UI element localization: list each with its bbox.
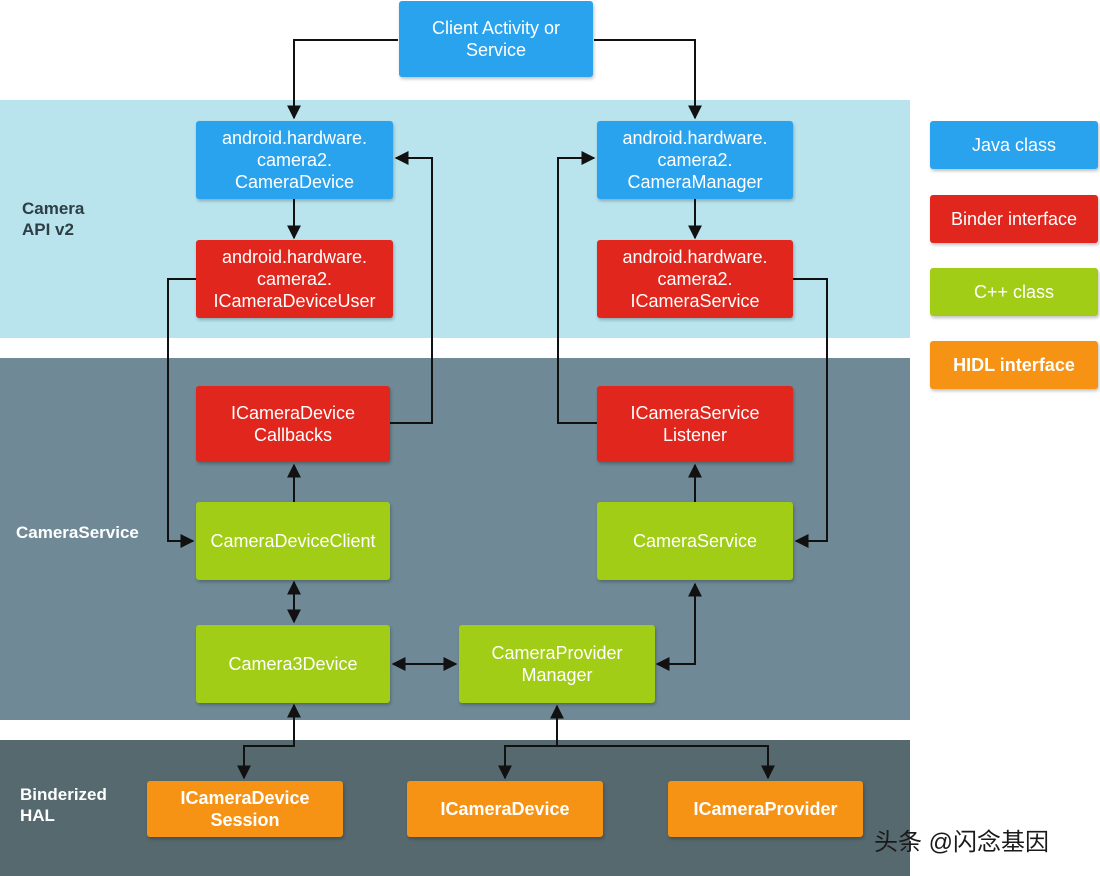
binderized-hal-layer-label: Binderized HAL (20, 785, 107, 825)
camera-device-client-box: CameraDeviceClient (196, 502, 390, 580)
icamera-device-user-box: android.hardware. camera2. ICameraDevice… (196, 240, 393, 318)
watermark-text: 头条 @闪念基因 (874, 829, 1050, 856)
legend-cpp-class: C++ class (930, 268, 1098, 316)
arrow-idevuser-to-cameradeviceclient (167, 278, 198, 548)
camera-device-box: android.hardware. camera2. CameraDevice (196, 121, 393, 199)
icamera-device-box: ICameraDevice (407, 781, 603, 837)
arrow-icameraservice-to-cameraservice (792, 278, 828, 548)
camera-provider-manager-box: CameraProvider Manager (459, 625, 655, 703)
icamera-provider-box: ICameraProvider (668, 781, 863, 837)
icamera-device-session-box: ICameraDevice Session (147, 781, 343, 837)
arrow-callbacks-to-cameradevice (390, 151, 433, 424)
arrow-hal-branch (498, 745, 775, 780)
arrow-client-to-cameradevice (287, 39, 398, 120)
camera-service-layer-label: CameraService (16, 523, 139, 542)
arrow-listener-to-cameramanager (557, 151, 598, 424)
arrow-client-to-cameramanager (594, 39, 702, 120)
arrow-providermanager-cameraservice (655, 582, 702, 671)
arrow-camera3device-session (237, 703, 301, 780)
legend-hidl-interface: HIDL interface (930, 341, 1098, 389)
icamera-service-listener-box: ICameraService Listener (597, 386, 793, 462)
icamera-service-box: android.hardware. camera2. ICameraServic… (597, 240, 793, 318)
legend-binder-interface: Binder interface (930, 195, 1098, 243)
icamera-device-callbacks-box: ICameraDevice Callbacks (196, 386, 390, 462)
camera-service-box: CameraService (597, 502, 793, 580)
client-activity-or-service-box: Client Activity or Service (399, 1, 593, 77)
camera3-device-box: Camera3Device (196, 625, 390, 703)
camera-api-layer-label: Camera API v2 (22, 199, 85, 239)
camera-manager-box: android.hardware. camera2. CameraManager (597, 121, 793, 199)
legend-java-class: Java class (930, 121, 1098, 169)
